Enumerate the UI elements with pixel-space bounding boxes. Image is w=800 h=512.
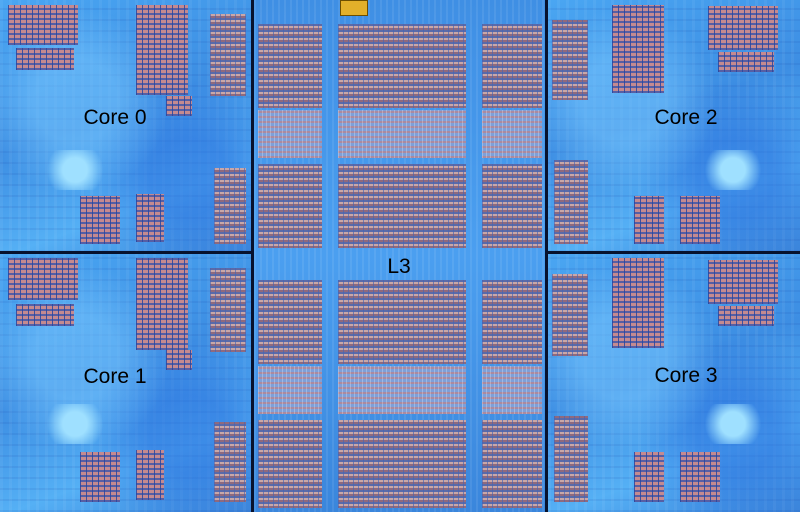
cache-array xyxy=(210,14,246,96)
core-3-label: Core 3 xyxy=(654,364,718,387)
sram-block xyxy=(634,196,664,244)
logic-area xyxy=(40,404,110,444)
divider-left-vertical xyxy=(251,0,254,512)
sram-block xyxy=(166,96,192,116)
cache-array xyxy=(338,164,466,248)
cache-array xyxy=(482,420,542,508)
cache-array xyxy=(210,268,246,352)
logic-area xyxy=(40,150,110,190)
sram-block xyxy=(612,258,664,348)
l3-label: L3 xyxy=(387,255,411,278)
tag-array xyxy=(482,110,542,158)
sram-block xyxy=(680,196,720,244)
divider-left-horizontal xyxy=(0,251,252,254)
l3-cache-region xyxy=(254,0,546,512)
sram-block xyxy=(708,260,778,304)
tag-array xyxy=(338,110,466,158)
sram-block xyxy=(612,5,664,93)
cache-array xyxy=(552,20,588,100)
cache-array xyxy=(554,416,588,502)
cache-array xyxy=(258,24,322,108)
sram-block xyxy=(718,306,774,326)
bond-pad xyxy=(340,0,368,16)
sram-block xyxy=(718,52,774,72)
core-0-label: Core 0 xyxy=(83,106,147,129)
logic-area xyxy=(698,150,768,190)
core-0-region xyxy=(0,0,252,252)
cache-array xyxy=(338,420,466,508)
sram-block xyxy=(16,304,74,326)
cache-array xyxy=(482,280,542,364)
cache-array xyxy=(482,164,542,248)
sram-block xyxy=(80,196,120,244)
core-1-label: Core 1 xyxy=(83,365,147,388)
sram-block xyxy=(634,452,664,502)
logic-area xyxy=(698,404,768,444)
tag-array xyxy=(482,366,542,414)
cache-array xyxy=(214,168,246,244)
sram-block xyxy=(136,5,188,95)
cache-array xyxy=(258,420,322,508)
sram-block xyxy=(680,452,720,502)
sram-block xyxy=(166,350,192,370)
tag-array xyxy=(338,366,466,414)
sram-block xyxy=(80,452,120,502)
core-2-region xyxy=(548,0,800,252)
core-3-region xyxy=(548,254,800,512)
cache-array xyxy=(214,422,246,502)
divider-right-vertical xyxy=(545,0,548,512)
sram-block xyxy=(136,258,188,350)
cache-array xyxy=(258,280,322,364)
core-1-region xyxy=(0,254,252,512)
tag-array xyxy=(258,366,322,414)
cache-array xyxy=(258,164,322,248)
sram-block xyxy=(16,48,74,70)
cache-array xyxy=(482,24,542,108)
cache-array xyxy=(554,160,588,244)
sram-block xyxy=(8,258,78,300)
core-2-label: Core 2 xyxy=(654,106,718,129)
sram-block xyxy=(708,6,778,50)
sram-block xyxy=(136,450,164,500)
divider-right-horizontal xyxy=(548,251,800,254)
tag-array xyxy=(258,110,322,158)
cache-array xyxy=(338,280,466,364)
cache-array xyxy=(338,24,466,108)
sram-block xyxy=(136,194,164,242)
cache-array xyxy=(552,274,588,356)
sram-block xyxy=(8,5,78,45)
